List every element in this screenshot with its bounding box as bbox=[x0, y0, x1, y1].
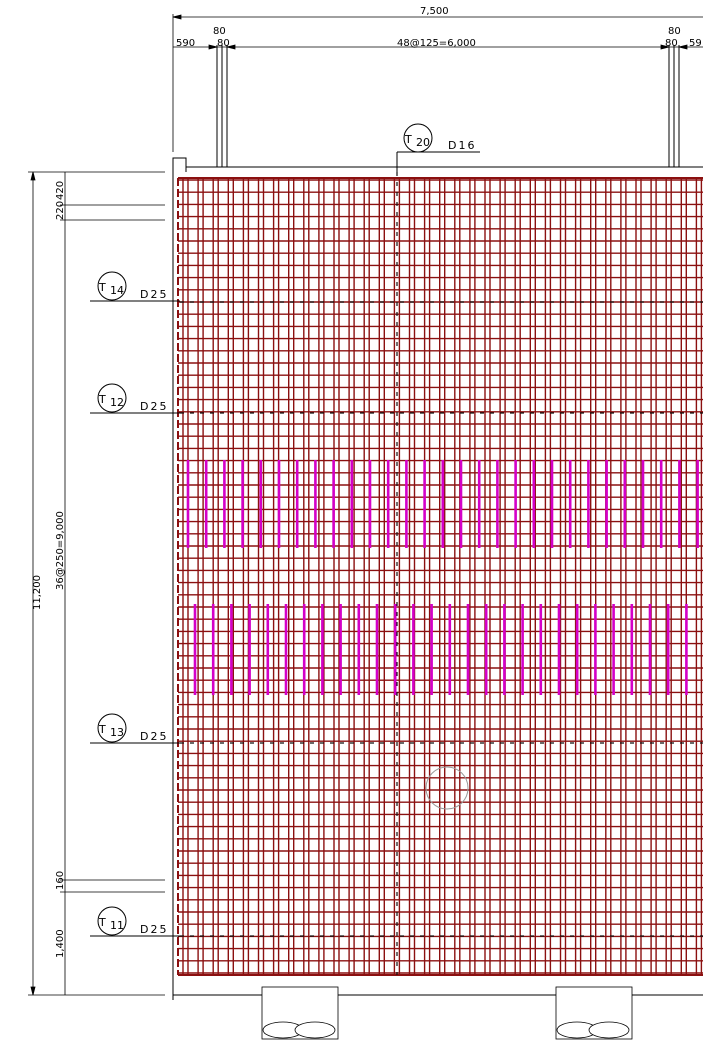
callout-t12: T 12 D25 bbox=[90, 383, 180, 414]
dim-total-width: 7,500 bbox=[420, 6, 449, 17]
dim-top-spacing: 48@125=6,000 bbox=[397, 38, 476, 49]
callout-t13-size: D25 bbox=[140, 730, 168, 743]
callout-t11-sub: 11 bbox=[110, 919, 124, 932]
callout-t20: T 20 D16 bbox=[396, 123, 480, 172]
callout-t14-id: T bbox=[98, 281, 106, 294]
dim-right-gap-top: 80 bbox=[668, 26, 681, 37]
dim-top-a: 220 bbox=[55, 201, 66, 220]
pile-left bbox=[261, 986, 339, 1040]
anchor-bars-right bbox=[668, 45, 680, 167]
callout-t14-sub: 14 bbox=[110, 284, 124, 297]
dim-top-b: 420 bbox=[55, 181, 66, 200]
anchor-bars-left bbox=[216, 45, 228, 167]
dim-left-gap-bottom: 80 bbox=[217, 38, 230, 49]
callout-t11-id: T bbox=[98, 916, 106, 929]
highlighted-rebar-zone bbox=[186, 460, 699, 695]
callout-t20-id: T bbox=[404, 133, 412, 146]
callout-t11-size: D25 bbox=[140, 923, 168, 936]
callout-t12-sub: 12 bbox=[110, 396, 124, 409]
callout-t11: T 11 D25 bbox=[90, 906, 180, 937]
wall-outline-left bbox=[172, 157, 187, 1000]
callout-t13-id: T bbox=[98, 723, 106, 736]
section-cut-lines bbox=[180, 172, 703, 975]
callout-t20-sub: 20 bbox=[416, 136, 430, 149]
top-dimension-lines bbox=[172, 14, 703, 152]
callout-t13: T 13 D25 bbox=[90, 713, 180, 744]
callout-t12-id: T bbox=[98, 393, 106, 406]
dim-bottom-b: 1,400 bbox=[55, 929, 66, 958]
dim-total-height: 11,200 bbox=[32, 575, 43, 610]
callout-t12-size: D25 bbox=[140, 400, 168, 413]
dim-left-gap-top: 80 bbox=[213, 26, 226, 37]
callout-t14: T 14 D25 bbox=[90, 271, 180, 302]
reference-circle bbox=[425, 766, 469, 810]
callout-t20-size: D16 bbox=[448, 139, 476, 152]
dim-bottom-a: 160 bbox=[55, 871, 66, 890]
dim-right-edge: 59 bbox=[689, 38, 702, 49]
callout-t13-sub: 13 bbox=[110, 726, 124, 739]
dim-left-edge: 590 bbox=[176, 38, 195, 49]
pile-right bbox=[555, 986, 633, 1040]
left-dimension-lines bbox=[28, 171, 165, 996]
dim-right-gap-bottom: 80 bbox=[665, 38, 678, 49]
callout-t14-size: D25 bbox=[140, 288, 168, 301]
dim-left-spacing: 36@250=9,000 bbox=[55, 511, 66, 590]
rebar-mesh bbox=[177, 177, 703, 976]
